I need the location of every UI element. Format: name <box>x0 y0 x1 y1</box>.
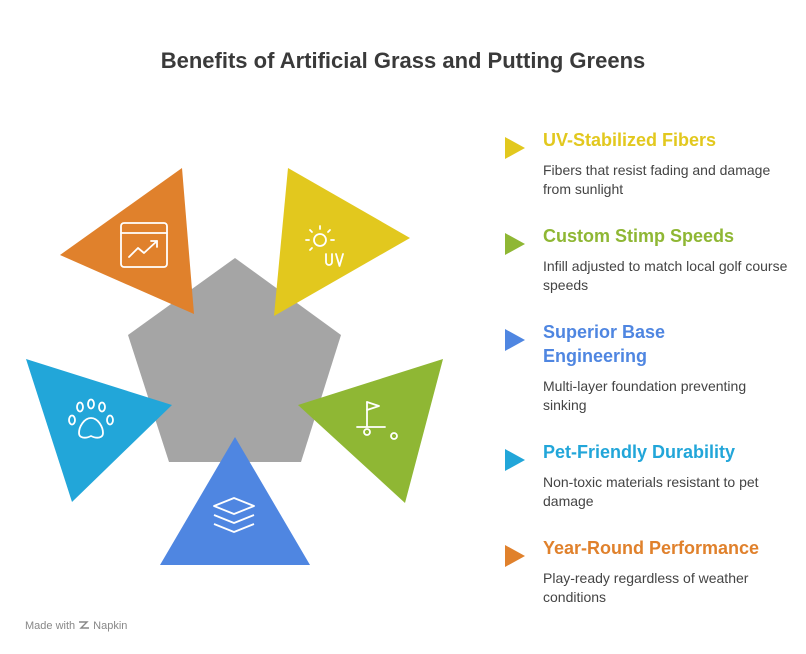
item-title: Year-Round Performance <box>543 538 760 558</box>
pentagon-diagram <box>26 168 443 565</box>
item-title: UV-Stabilized Fibers <box>543 130 717 150</box>
paw-triangle-shape <box>26 359 172 502</box>
performance-triangle <box>60 168 194 314</box>
sun-uv-icon <box>305 225 344 267</box>
item-description: Play-ready regardless of weather conditi… <box>543 570 749 605</box>
item-title: Custom Stimp Speeds <box>543 226 735 246</box>
arrow-marker-icon <box>505 449 525 471</box>
layers-triangle <box>160 437 310 565</box>
golf-triangle <box>298 359 443 503</box>
uv-triangle <box>274 168 410 316</box>
brand-name: Napkin <box>93 620 128 632</box>
paw-icon <box>68 398 114 439</box>
napkin-logo-icon <box>79 621 90 629</box>
item-description: Infill adjusted to match local golf cour… <box>543 258 788 293</box>
arrow-marker-icon <box>505 545 525 567</box>
trending-chart-icon <box>120 222 168 268</box>
center-pentagon <box>128 258 341 462</box>
made-with-footer: Made with Napkin <box>25 620 127 632</box>
paw-triangle <box>26 359 172 502</box>
item-description: Non-toxic materials resistant to pet dam… <box>543 474 759 509</box>
item-description: Multi-layer foundation preventing sinkin… <box>543 378 747 413</box>
arrow-marker-icon <box>505 137 525 159</box>
arrow-marker-icon <box>505 233 525 255</box>
layers-triangle-shape <box>160 437 310 565</box>
performance-triangle-shape <box>60 168 194 314</box>
item-title: Superior Base Engineering <box>543 322 666 366</box>
item-title: Pet-Friendly Durability <box>543 442 736 462</box>
page-title: Benefits of Artificial Grass and Putting… <box>160 48 646 73</box>
golf-flag-icon <box>356 401 398 440</box>
uv-triangle-shape <box>274 168 410 316</box>
item-description: Fibers that resist fading and damage fro… <box>543 162 771 197</box>
layers-icon <box>213 497 255 533</box>
arrow-marker-icon <box>505 329 525 351</box>
made-with-label: Made with <box>25 620 76 632</box>
